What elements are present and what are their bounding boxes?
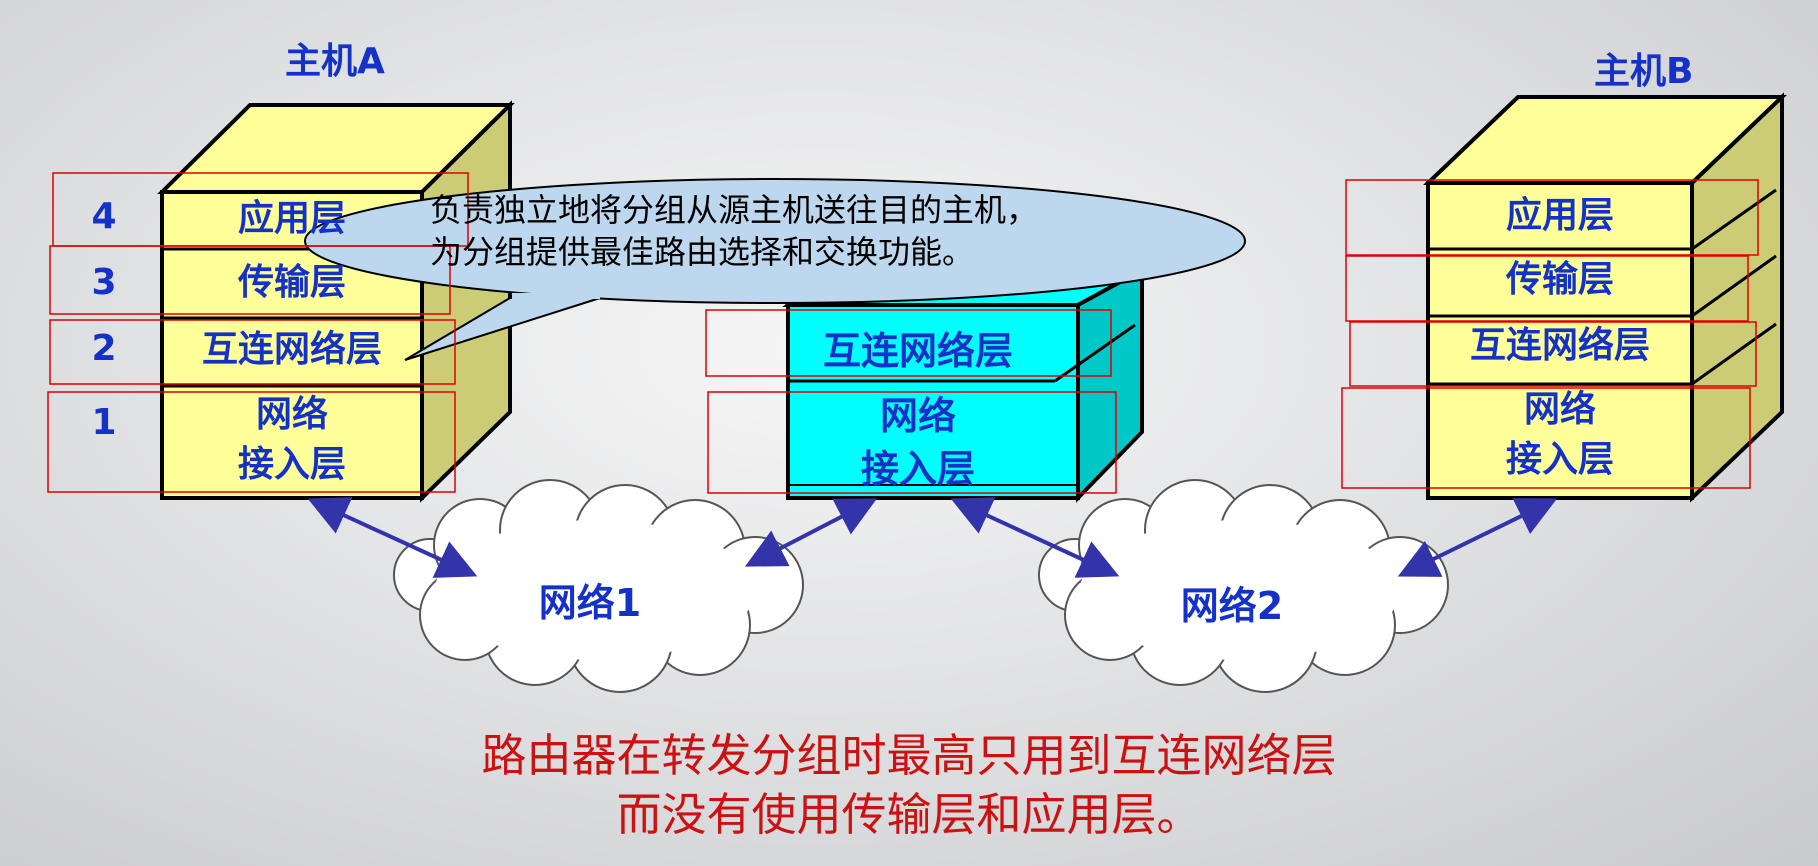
layer-number-1: 1 [91, 402, 117, 443]
host-b-stack [1423, 92, 1787, 503]
host-b-internet-layer: 互连网络层 [1469, 325, 1650, 366]
layer-number-4: 4 [91, 196, 117, 237]
router-network-access-layer: 网络 接入层 [860, 394, 975, 492]
host-b-title: 主机B [1594, 51, 1694, 92]
network-1-label: 网络1 [538, 581, 642, 625]
link-arrows [307, 497, 1558, 578]
network-1-cloud [393, 479, 804, 693]
host-a-internet-layer: 互连网络层 [201, 329, 382, 370]
host-b-transport-layer: 传输层 [1505, 259, 1614, 300]
host-a-title: 主机A [285, 41, 385, 82]
highlight-boxes [47, 172, 1759, 494]
layer-number-3: 3 [91, 262, 117, 303]
host-b-application-layer: 应用层 [1505, 195, 1614, 236]
router-internet-layer: 互连网络层 [822, 329, 1013, 373]
host-b-network-access-layer: 网络 接入层 [1505, 389, 1614, 481]
host-a-network-access-layer: 网络 接入层 [237, 394, 346, 486]
caption-text: 路由器在转发分组时最高只用到互连网络层 而没有使用传输层和应用层。 [481, 729, 1337, 841]
callout-text: 负责独立地将分组从源主机送往目的主机， 为分组提供最佳路由选择和交换功能。 [430, 191, 1039, 271]
callout-bubble [304, 178, 1246, 361]
network-2-label: 网络2 [1180, 584, 1284, 628]
layer-number-2: 2 [91, 328, 117, 369]
host-a-transport-layer: 传输层 [237, 262, 346, 303]
host-a-application-layer: 应用层 [237, 198, 346, 239]
